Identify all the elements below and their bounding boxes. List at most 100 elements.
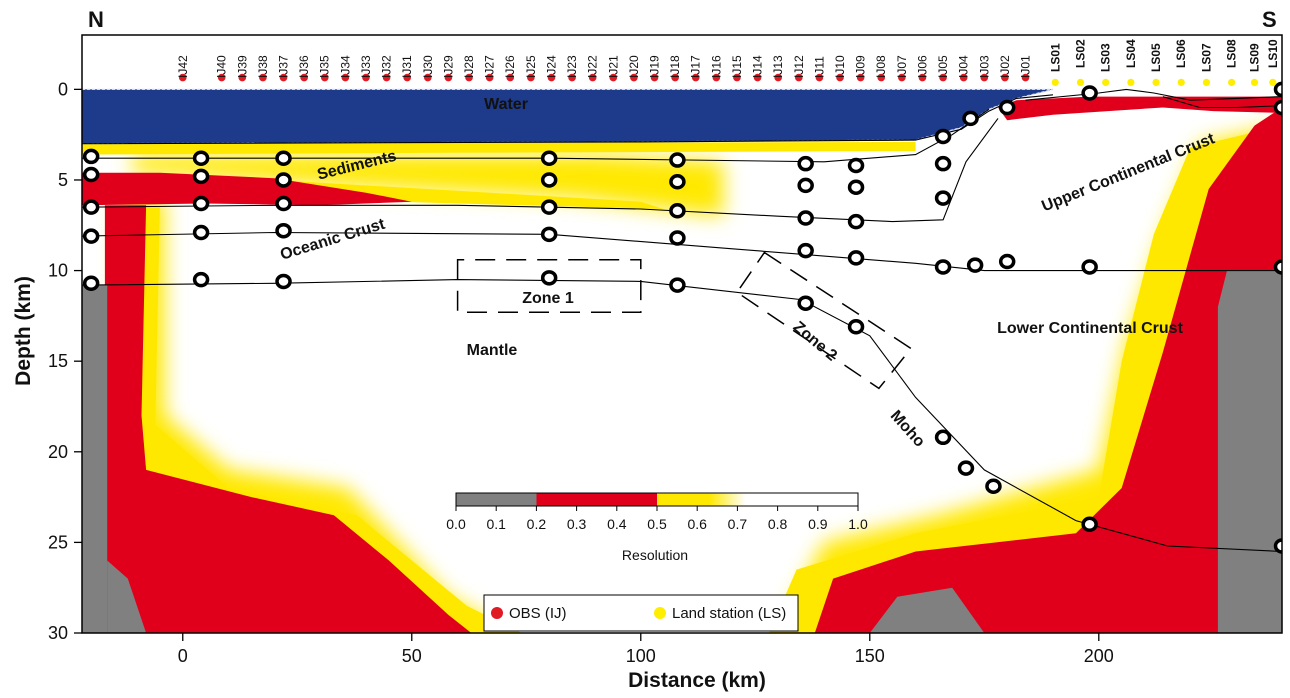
boundary-moho bbox=[82, 279, 1282, 553]
resolution-pick-22 bbox=[669, 203, 686, 219]
y-tick-label-0: 0 bbox=[58, 79, 68, 99]
zone2-outline bbox=[735, 251, 913, 390]
resolution-pick-43 bbox=[1081, 85, 1098, 101]
resolution-pick-21 bbox=[669, 174, 686, 190]
resolution-pick-11 bbox=[275, 172, 292, 188]
resolution-pick-5 bbox=[192, 150, 210, 166]
obs-station-marker-IJ01 bbox=[1021, 73, 1030, 82]
obs-station-marker-IJ27 bbox=[485, 73, 494, 82]
y-axis-title: Depth (km) bbox=[12, 276, 35, 386]
obs-station-label-IJ25: IJ25 bbox=[524, 55, 538, 78]
resolution-pick-3 bbox=[82, 228, 100, 244]
resolution-picks bbox=[82, 81, 1282, 554]
obs-station-marker-IJ30 bbox=[424, 73, 432, 82]
resolution-pick-14 bbox=[275, 273, 292, 290]
land-station-label-LS08: LS08 bbox=[1225, 39, 1239, 68]
colorbar-tick-label-7: 0.7 bbox=[728, 516, 748, 532]
land-station-label-LS03: LS03 bbox=[1099, 43, 1113, 72]
colorbar-title: Resolution bbox=[622, 547, 688, 563]
boundary-continental-surface bbox=[1025, 88, 1282, 101]
obs-station-marker-IJ42 bbox=[178, 73, 187, 82]
y-tick-label-15: 15 bbox=[48, 351, 68, 371]
land-station-marker-LS02 bbox=[1076, 78, 1085, 86]
resolution-pick-31 bbox=[847, 179, 865, 195]
resolution-pick-50 bbox=[1273, 99, 1282, 116]
land-station-label-LS06: LS06 bbox=[1174, 39, 1188, 68]
resolution-pick-4 bbox=[82, 275, 100, 292]
resolution-pick-42 bbox=[998, 253, 1016, 270]
resolution-pick-20 bbox=[669, 152, 686, 168]
obs-station-marker-IJ13 bbox=[774, 73, 782, 82]
resolution-pick-15 bbox=[540, 150, 558, 166]
obs-station-marker-IJ19 bbox=[650, 73, 659, 82]
land-station-marker-LS07 bbox=[1202, 78, 1211, 86]
obs-station-label-IJ35: IJ35 bbox=[318, 55, 332, 78]
obs-station-marker-IJ31 bbox=[403, 73, 411, 82]
obs-station-marker-IJ36 bbox=[300, 73, 308, 82]
resolution-pick-24 bbox=[669, 277, 686, 293]
right-gray-region bbox=[1217, 270, 1282, 633]
land-station-label-LS05: LS05 bbox=[1149, 43, 1163, 72]
mantle-label: Mantle bbox=[467, 342, 518, 359]
north-label: N bbox=[88, 7, 104, 32]
obs-station-marker-IJ26 bbox=[506, 73, 515, 82]
y-tick-label-30: 30 bbox=[48, 623, 68, 643]
obs-station-marker-IJ37 bbox=[279, 73, 288, 82]
obs-station-label-IJ19: IJ19 bbox=[648, 55, 662, 78]
plot-frame bbox=[81, 34, 1283, 634]
legend-land-label: Land station (LS) bbox=[672, 605, 786, 622]
x-tick-label-50: 50 bbox=[402, 646, 422, 666]
legend: OBS (IJ) Land station (LS) bbox=[483, 594, 799, 632]
obs-station-label-IJ12: IJ12 bbox=[792, 55, 806, 78]
obs-station-label-IJ23: IJ23 bbox=[565, 55, 579, 78]
zone1-label: Zone 1 bbox=[522, 290, 574, 307]
land-station-marker-LS06 bbox=[1177, 78, 1185, 86]
boundary-seafloor bbox=[82, 94, 1054, 145]
colorbar-scale bbox=[455, 492, 859, 507]
resolution-pick-30 bbox=[847, 157, 865, 174]
legend-obs-label: OBS (IJ) bbox=[509, 605, 567, 622]
obs-station-label-IJ28: IJ28 bbox=[462, 55, 476, 78]
land-station-label-LS10: LS10 bbox=[1266, 39, 1280, 68]
obs-station-label-IJ13: IJ13 bbox=[771, 55, 785, 78]
zone1-outline bbox=[456, 258, 642, 314]
resolution-pick-37 bbox=[934, 190, 952, 206]
y-tick-label-5: 5 bbox=[58, 170, 68, 190]
obs-station-marker-IJ14 bbox=[753, 73, 762, 82]
land-station-label-LS11: LS11 bbox=[1280, 44, 1290, 72]
obs-station-label-IJ11: IJ11 bbox=[812, 56, 826, 78]
land-station-marker-LS04 bbox=[1127, 78, 1135, 86]
x-axis-title: Distance (km) bbox=[628, 669, 766, 692]
obs-station-marker-IJ29 bbox=[444, 73, 453, 82]
obs-station-marker-IJ35 bbox=[320, 73, 329, 82]
resolution-pick-29 bbox=[797, 295, 814, 311]
obs-station-marker-IJ39 bbox=[238, 73, 247, 82]
obs-station-marker-IJ40 bbox=[217, 73, 226, 82]
resolution-pick-41 bbox=[998, 99, 1016, 116]
zone-outlines bbox=[456, 251, 913, 390]
boundary-continental-shallow bbox=[1162, 96, 1282, 108]
colorbar-tick-label-6: 0.6 bbox=[687, 516, 707, 532]
colorbar-tick-label-4: 0.4 bbox=[607, 516, 627, 532]
resolution-pick-39 bbox=[962, 110, 979, 127]
x-tick-label-100: 100 bbox=[626, 646, 656, 666]
resolution-pick-28 bbox=[797, 242, 814, 259]
obs-station-label-IJ21: IJ21 bbox=[606, 55, 620, 78]
land-station-marker-LS11 bbox=[1283, 79, 1290, 86]
resolution-pick-33 bbox=[847, 250, 865, 266]
obs-station-marker-IJ15 bbox=[733, 73, 741, 82]
lower-continental-crust-label: Lower Continental Crust bbox=[997, 320, 1183, 337]
resolution-pick-51 bbox=[1273, 259, 1282, 275]
x-tick-label-0: 0 bbox=[178, 646, 188, 666]
obs-station-label-IJ07: IJ07 bbox=[895, 55, 909, 78]
resolution-pick-45 bbox=[1081, 516, 1098, 533]
resolution-pick-9 bbox=[192, 271, 210, 288]
land-station-label-LS02: LS02 bbox=[1073, 39, 1087, 68]
obs-station-label-IJ10: IJ10 bbox=[833, 55, 847, 78]
resolution-pick-2 bbox=[82, 199, 100, 215]
y-tick-label-20: 20 bbox=[48, 442, 68, 462]
